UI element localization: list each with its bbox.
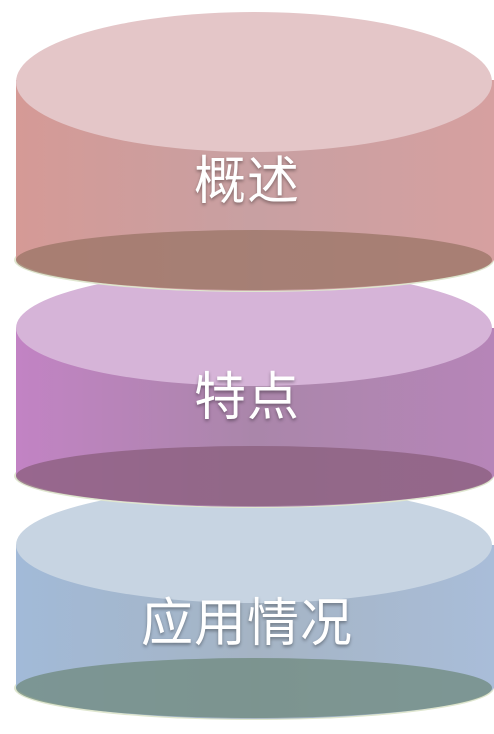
layer-2-top-cap [16, 487, 492, 603]
layer-label-application: 应用情况 [140, 594, 353, 654]
layer-overview [14, 12, 494, 292]
layer-application [14, 487, 494, 720]
layer-0-bottom-cap [16, 230, 492, 290]
layer-1-bottom-cap [16, 446, 492, 506]
layer-label-overview: 概述 [193, 152, 300, 212]
layer-features [14, 270, 494, 508]
layer-2-bottom-cap [16, 658, 492, 718]
layer-1-top-cap [16, 270, 492, 386]
layer-0-top-cap [16, 12, 492, 152]
layer-label-features: 特点 [193, 368, 300, 428]
